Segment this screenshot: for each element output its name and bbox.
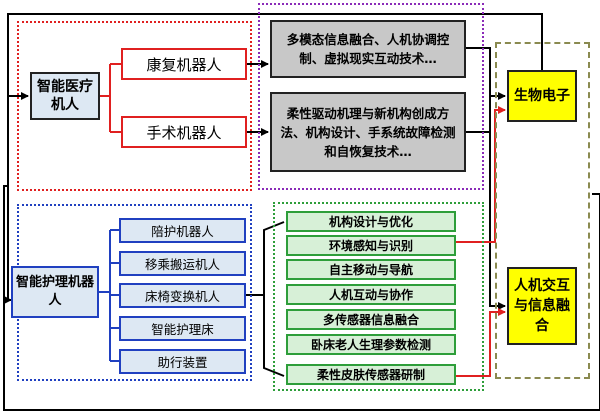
nursing-type-4: 智能护理床 [119, 316, 246, 341]
nursing-tech-label: 自主移动与导航 [328, 263, 413, 277]
nursing-type-label: 助行装置 [157, 355, 208, 370]
nursing-type-5: 助行装置 [119, 349, 246, 374]
hci-fusion-label: 人机交互与信息融合 [514, 278, 570, 334]
nursing-tech-label: 卧床老人生理参数检测 [310, 338, 431, 352]
nursing-tech-label: 机构设计与优化 [328, 215, 413, 229]
medical-robot-box: 智能医疗机人 [30, 72, 100, 120]
rehab-robot-label: 康复机器人 [146, 55, 222, 74]
nursing-tech-3: 自主移动与导航 [286, 259, 456, 280]
medical-tech-text-2: 柔性驱动机理与新机构创成方法、机构设计、手系统故障检测和自恢复技术… [280, 105, 456, 159]
nursing-type-label: 陪护机器人 [151, 224, 214, 239]
nursing-tech-label: 柔性皮肤传感器研制 [316, 368, 425, 382]
medical-robot-label: 智能医疗机人 [37, 79, 93, 113]
medical-robot-group [17, 21, 252, 191]
nursing-tech-2: 环境感知与识别 [286, 235, 456, 256]
nursing-tech-4: 人机互动与协作 [286, 284, 456, 305]
surgical-robot-box: 手术机器人 [121, 116, 247, 148]
rehab-robot-box: 康复机器人 [121, 48, 247, 80]
nursing-type-label: 智能护理床 [151, 322, 214, 337]
outcome-group [495, 42, 590, 379]
medical-tech-box-2: 柔性驱动机理与新机构创成方法、机构设计、手系统故障检测和自恢复技术… [270, 92, 466, 172]
bioelectronics-box: 生物电子 [507, 70, 577, 122]
nursing-tech-5: 多传感器信息融合 [286, 309, 456, 330]
nursing-tech-label: 人机互动与协作 [328, 288, 413, 302]
medical-tech-group [258, 3, 484, 190]
nursing-tech-6: 卧床老人生理参数检测 [286, 334, 456, 355]
nursing-type-1: 陪护机器人 [119, 218, 246, 243]
medical-tech-text-1: 多模态信息融合、人机协调控制、虚拟现实互动技术… [286, 32, 450, 66]
nursing-type-label: 床椅变换机人 [144, 289, 220, 304]
medical-tech-box-1: 多模态信息融合、人机协调控制、虚拟现实互动技术… [270, 20, 466, 78]
bioelectronics-label: 生物电子 [514, 88, 570, 104]
nursing-type-2: 移乘搬运机人 [119, 251, 246, 276]
nursing-tech-group [273, 202, 484, 391]
nursing-type-label: 移乘搬运机人 [144, 257, 220, 272]
nursing-tech-label: 环境感知与识别 [328, 239, 413, 253]
nursing-robot-box: 智能护理机器人 [11, 266, 99, 318]
nursing-tech-1: 机构设计与优化 [286, 211, 456, 232]
nursing-tech-7: 柔性皮肤传感器研制 [286, 364, 456, 385]
surgical-robot-label: 手术机器人 [146, 123, 222, 142]
nursing-tech-label: 多传感器信息融合 [322, 313, 419, 327]
hci-fusion-box: 人机交互与信息融合 [507, 267, 577, 345]
nursing-type-3: 床椅变换机人 [119, 283, 246, 308]
nursing-robot-label: 智能护理机器人 [15, 275, 94, 308]
